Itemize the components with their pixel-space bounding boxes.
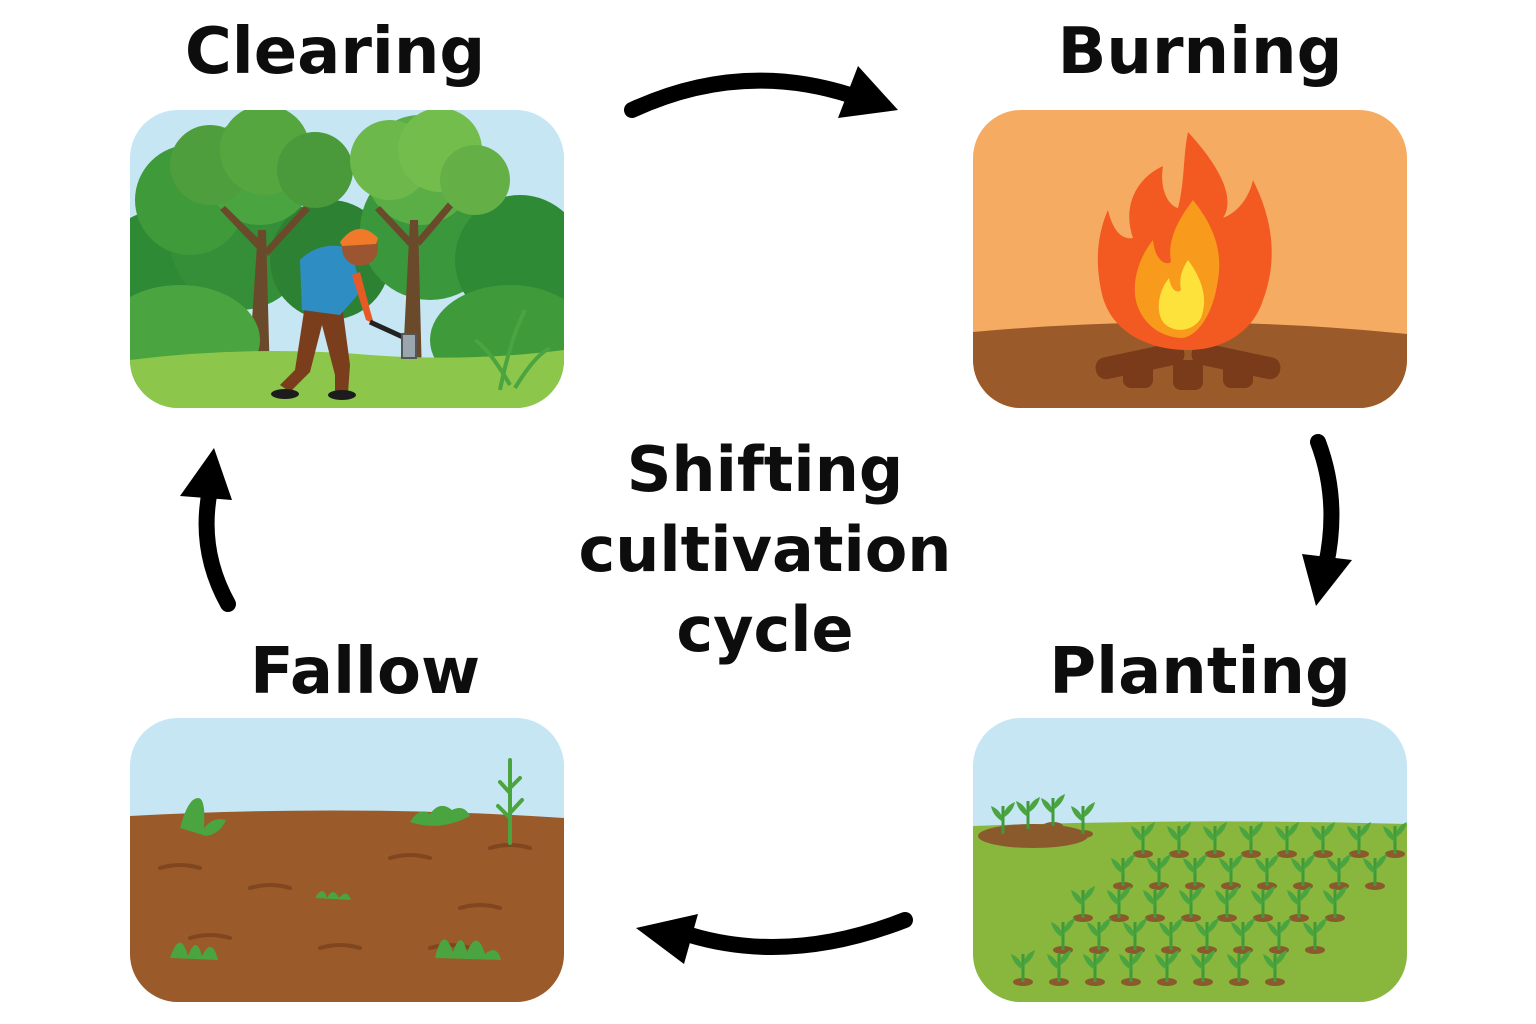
seedling — [1311, 822, 1335, 858]
seedling — [1267, 918, 1291, 954]
arrow-fallow-to-clearing — [180, 448, 236, 612]
seedling — [1123, 918, 1147, 954]
sapling — [496, 758, 524, 845]
fallow-illustration — [130, 718, 564, 1002]
seedling — [991, 802, 1015, 838]
seedling — [1083, 950, 1107, 986]
seedling — [1383, 822, 1407, 858]
seedling — [1047, 950, 1071, 986]
fern-plant — [473, 309, 551, 391]
seedling — [1239, 822, 1263, 858]
seedling — [1287, 886, 1311, 922]
seedling — [1016, 797, 1040, 833]
seedling — [1195, 918, 1219, 954]
weed-clumps — [170, 798, 501, 960]
clearing-illustration — [130, 110, 564, 408]
seedling — [1179, 886, 1203, 922]
seedling — [1087, 918, 1111, 954]
center-title-line-1: Shifting — [626, 433, 904, 506]
seedling — [1071, 886, 1095, 922]
center-title: Shifting cultivation cycle — [560, 430, 970, 670]
seedling — [1143, 886, 1167, 922]
seedling — [1071, 802, 1095, 838]
arrow-planting-to-fallow — [636, 912, 913, 964]
planting-illustration — [973, 718, 1407, 1002]
seedling — [1183, 854, 1207, 890]
stage-label-planting: Planting — [1049, 635, 1351, 709]
seedling — [1347, 822, 1371, 858]
burning-illustration — [973, 110, 1407, 408]
stage-label-fallow: Fallow — [249, 635, 481, 709]
seedling-rows — [991, 794, 1407, 986]
soil-texture — [158, 843, 532, 950]
seedling — [1191, 950, 1215, 986]
seedling — [1011, 950, 1035, 986]
seedling — [1107, 886, 1131, 922]
seedling — [1303, 918, 1327, 954]
stage-label-burning: Burning — [1057, 15, 1343, 89]
arrow-clearing-to-burning — [624, 66, 898, 118]
tree-canopy — [170, 110, 510, 215]
seedling — [1323, 886, 1347, 922]
seedling — [1041, 794, 1065, 830]
seedling — [1131, 822, 1155, 858]
firewood-logs — [1095, 342, 1281, 390]
seedling — [1275, 822, 1299, 858]
stage-label-clearing: Clearing — [184, 15, 486, 89]
seedling — [1167, 822, 1191, 858]
seedling — [1155, 950, 1179, 986]
seedling — [1363, 854, 1387, 890]
arrow-burning-to-planting — [1302, 434, 1352, 606]
seedling — [1291, 854, 1315, 890]
seedling — [1203, 822, 1227, 858]
seedling — [1215, 886, 1239, 922]
seedling — [1263, 950, 1287, 986]
center-title-line-3: cycle — [676, 593, 854, 666]
seedling — [1251, 886, 1275, 922]
seedling — [1227, 950, 1251, 986]
seedling — [1051, 918, 1075, 954]
center-title-line-2: cultivation — [578, 513, 952, 586]
farmer-with-axe — [271, 228, 417, 400]
seedling — [1119, 950, 1143, 986]
flame-icon — [1097, 132, 1272, 350]
